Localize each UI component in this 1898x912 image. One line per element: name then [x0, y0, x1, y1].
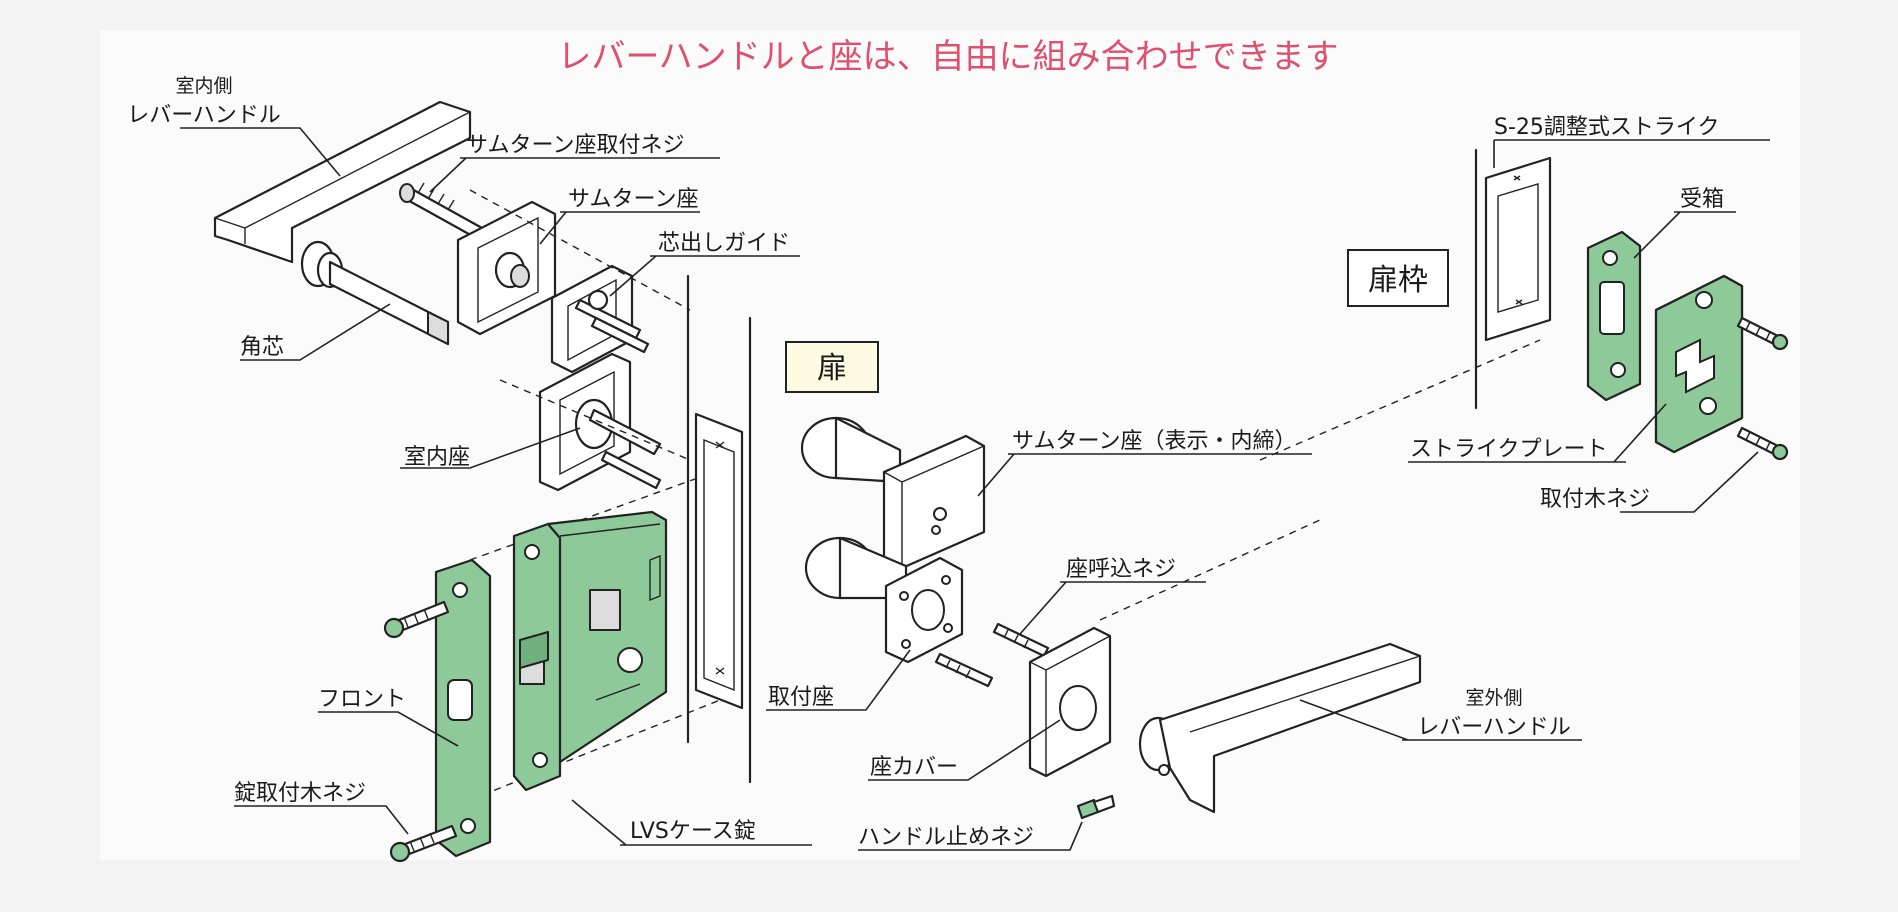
strike-plate-part	[1654, 274, 1744, 454]
label-thumbturn-indicator: サムターン座（表示・内締）	[1012, 429, 1296, 454]
strike-box-part	[1586, 230, 1642, 402]
alignment-line-a	[469, 189, 691, 311]
label-strike-plate: ストライクプレート	[1410, 437, 1608, 462]
leader-lines	[180, 127, 1770, 851]
thumbturn-indicator-seat-part	[882, 434, 986, 570]
label-strike-title: S-25調整式ストライク	[1494, 115, 1719, 140]
lock-wood-screw-bottom	[389, 824, 458, 863]
door-mortise	[694, 412, 744, 710]
front-plate-part	[434, 558, 492, 858]
door-frame-label-box: 扉枠	[1347, 249, 1449, 307]
strike-mount-screw-bottom	[1736, 426, 1789, 461]
alignment-line-d	[469, 699, 721, 801]
label-seat-screw: 座呼込ネジ	[1066, 557, 1176, 582]
label-handle-screw: ハンドル止めネジ	[858, 825, 1034, 850]
door-frame-label: 扉枠	[1368, 263, 1428, 298]
label-center-guide: 芯出しガイド	[658, 231, 790, 256]
door-label-box: 扉	[785, 341, 879, 393]
label-indoor-handle-2: レバーハンドル	[127, 103, 281, 128]
label-lvs-lock: LVSケース錠	[630, 819, 756, 844]
handle-stop-screw	[1076, 794, 1116, 820]
alignment-line-f	[1099, 519, 1321, 621]
lock-wood-screw-top	[383, 600, 450, 639]
mount-seat-part	[884, 556, 964, 664]
lvs-case-lock-part	[512, 510, 668, 792]
label-outdoor-handle-1: 室外側	[1465, 687, 1522, 709]
outdoor-lever-handle	[1138, 642, 1422, 814]
label-seat-cover: 座カバー	[870, 755, 958, 780]
label-indoor-seat: 室内座	[404, 445, 470, 470]
center-guide-part	[550, 264, 650, 374]
seat-cover-part	[1028, 626, 1112, 778]
label-mount-screw: 取付木ネジ	[1540, 487, 1650, 512]
indoor-seat-part	[538, 352, 662, 492]
label-square-spindle: 角芯	[240, 335, 284, 360]
label-thumbturn-seat: サムターン座	[568, 187, 698, 212]
door-frame-part	[1474, 148, 1552, 410]
label-mount-seat: 取付座	[768, 685, 834, 710]
square-spindle	[328, 260, 450, 346]
alignment-line-e	[1259, 339, 1541, 461]
label-indoor-handle-1: 室内側	[175, 75, 232, 97]
diagram-title: レバーハンドルと座は、自由に組み合わせできます	[557, 37, 1338, 77]
label-lock-screw: 錠取付木ネジ	[234, 781, 366, 806]
alignment-line-c	[469, 469, 721, 561]
label-thumbturn-screw: サムターン座取付ネジ	[466, 133, 684, 158]
strike-mount-screw-top	[1736, 316, 1789, 351]
door-label: 扉	[817, 351, 847, 386]
label-strike-box: 受箱	[1680, 187, 1724, 212]
alignment-line-b	[499, 379, 691, 461]
thumbturn-seat-screw	[399, 182, 484, 240]
seat-call-screw-bottom	[934, 652, 994, 688]
label-outdoor-handle-2: レバーハンドル	[1417, 715, 1571, 740]
label-front: フロント	[318, 687, 406, 712]
labels: 室内側 レバーハンドル サムターン座取付ネジ サムターン座 芯出しガイド 角芯 …	[127, 75, 1724, 850]
